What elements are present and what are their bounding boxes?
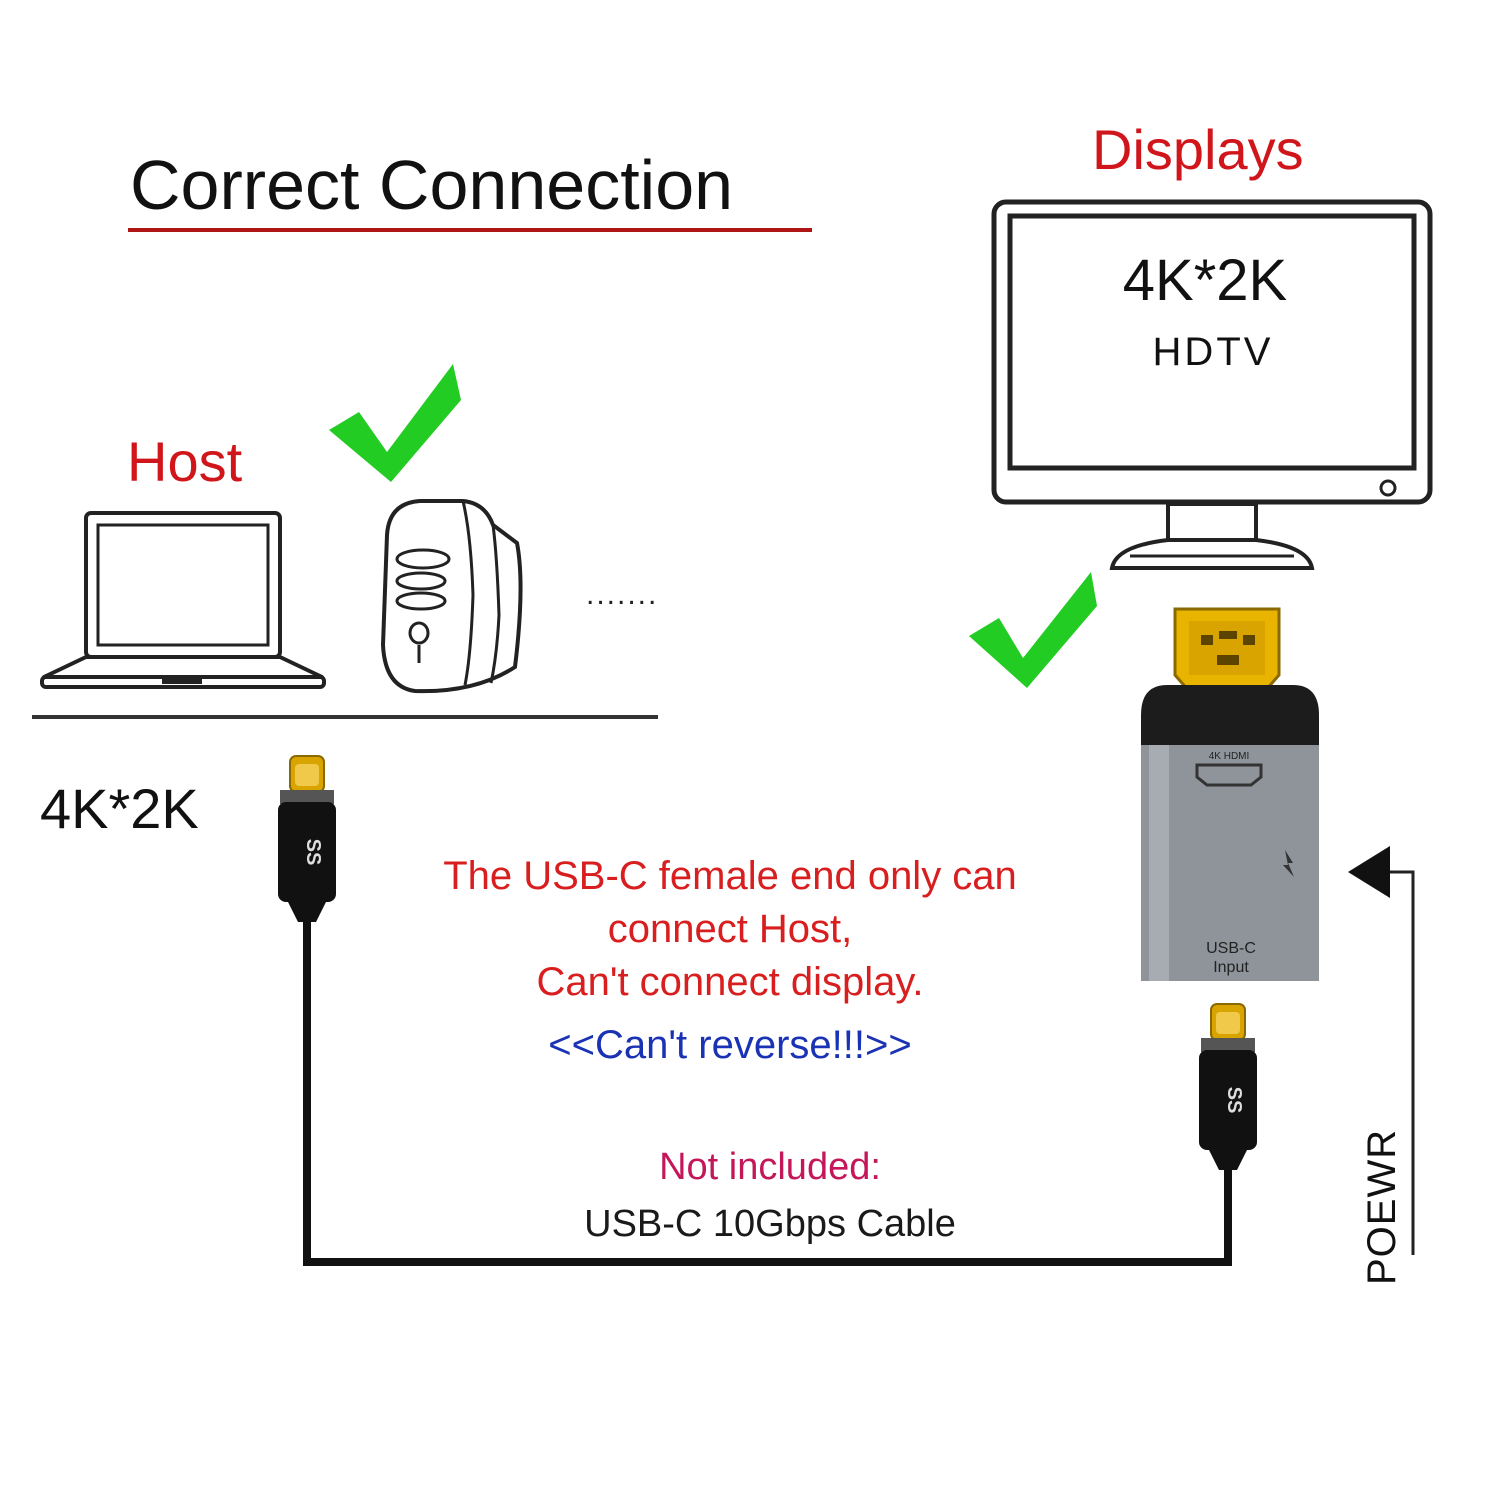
connection-note: The USB-C female end only can connect Ho… (380, 850, 1080, 1009)
note-line-3: Can't connect display. (536, 960, 924, 1004)
usb-c-plug-right-icon: SS (1199, 1003, 1257, 1170)
host-resolution: 4K*2K (40, 777, 199, 840)
note-line-1: The USB-C female end only can (443, 854, 1017, 898)
power-arrow-icon (1348, 846, 1390, 898)
usb-c-plug-left-icon: SS (278, 755, 336, 922)
laptop-icon (40, 511, 326, 689)
desktop-tower-icon (380, 499, 523, 694)
display-resolution: 4K*2K (1122, 248, 1288, 313)
reverse-warning: <<Can't reverse!!!>> (548, 1023, 912, 1067)
monitor-icon (991, 199, 1433, 570)
power-label: POEWR (1360, 1128, 1404, 1285)
displays-label: Displays (1092, 118, 1304, 181)
host-label: Host (127, 430, 243, 493)
ss-usb-logo-icon: SS (1223, 1087, 1245, 1114)
diagram-title: Correct Connection (130, 146, 734, 224)
hdmi-adapter: 4K HDMI USB-C Input (1141, 607, 1319, 981)
more-hosts-ellipsis: ....... (586, 578, 659, 611)
display-checkmark-icon (969, 572, 1097, 688)
hdmi-plug-icon (1173, 607, 1281, 693)
cable-label: USB-C 10Gbps Cable (584, 1203, 956, 1245)
hdmi-port-label: 4K HDMI (1209, 751, 1250, 762)
ss-usb-logo-icon: SS (302, 839, 324, 866)
usb-c-input-label-2: Input (1213, 959, 1249, 976)
note-line-2: connect Host, (607, 907, 853, 951)
display-type-label: HDTV (1152, 330, 1274, 374)
host-divider (32, 715, 658, 719)
title-underline (128, 228, 812, 232)
host-checkmark-icon (329, 364, 461, 482)
usb-c-input-label-1: USB-C (1206, 940, 1256, 957)
not-included-label: Not included: (659, 1146, 881, 1188)
